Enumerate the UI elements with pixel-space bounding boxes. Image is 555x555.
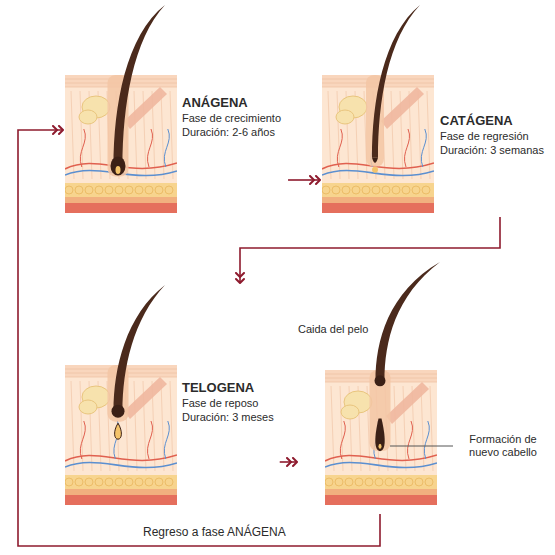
- skin-section: [65, 285, 177, 505]
- phase-node: ANÁGENAFase de crecimientoDuración: 2-6 …: [65, 5, 286, 215]
- phase-node: CATÁGENAFase de regresiónDuración: 3 sem…: [322, 5, 549, 215]
- hair-shaft: [372, 5, 420, 158]
- phase-title: TELOGENA: [182, 380, 274, 396]
- phase-text: TELOGENAFase de reposoDuración: 3 meses: [182, 380, 274, 424]
- cycle-connector: [240, 217, 500, 283]
- phase-title: CATÁGENA: [440, 113, 544, 129]
- edge-label: Regreso a fase ANÁGENA: [140, 525, 289, 540]
- skin-section: [322, 5, 434, 213]
- new-hair: [375, 419, 384, 452]
- cycle-connector: [18, 130, 380, 546]
- phase-node: Caida del pelo: [298, 322, 437, 512]
- phase-detail: Fase de reposo: [182, 396, 274, 410]
- cycle-connector: [280, 461, 297, 463]
- hair-shaft: [114, 5, 166, 166]
- hair-shaft: [376, 262, 441, 381]
- leader-line: [390, 446, 453, 447]
- phase-detail: Duración: 2-6 años: [182, 125, 281, 139]
- phase-text: Caida del pelo: [298, 322, 368, 336]
- phase-detail: Duración: 3 semanas: [440, 143, 544, 157]
- phase-text: CATÁGENAFase de regresiónDuración: 3 sem…: [440, 113, 544, 157]
- skin-section: [65, 5, 177, 213]
- callout-label: Formación de nuevo cabello: [458, 433, 548, 459]
- hair-shaft: [114, 285, 166, 411]
- cycle-connector: [288, 179, 320, 181]
- phase-detail: Fase de crecimiento: [182, 111, 281, 125]
- phase-detail: Duración: 3 meses: [182, 410, 274, 424]
- phase-detail: Fase de regresión: [440, 129, 544, 143]
- phase-node: TELOGENAFase de reposoDuración: 3 meses: [65, 285, 279, 507]
- phase-text: ANÁGENAFase de crecimientoDuración: 2-6 …: [182, 95, 281, 139]
- skin-section: [325, 262, 440, 505]
- phase-detail: Caida del pelo: [298, 322, 368, 336]
- phase-title: ANÁGENA: [182, 95, 281, 111]
